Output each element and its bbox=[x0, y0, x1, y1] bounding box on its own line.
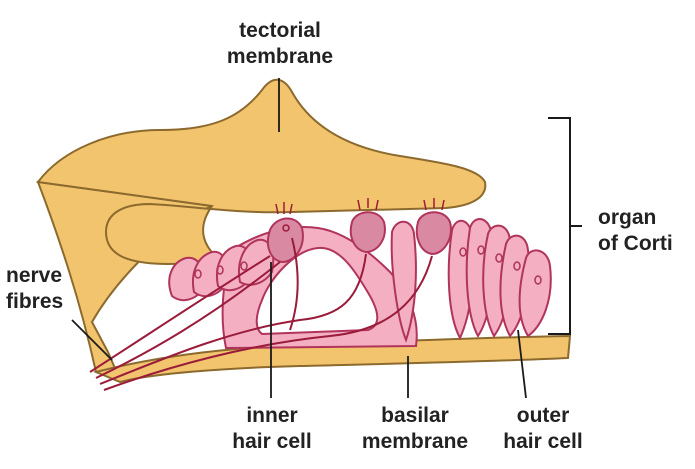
basilar-membrane-label-line2: membrane bbox=[361, 430, 469, 453]
nerve-fibres-label-line2: fibres bbox=[6, 290, 64, 313]
tectorial-membrane-label-line1: tectorial bbox=[239, 19, 321, 42]
tectorial-membrane-label-line2: membrane bbox=[226, 45, 334, 68]
outer-supporting-cells bbox=[390, 218, 552, 343]
outer-hair-cell-leader bbox=[517, 329, 527, 399]
organ-of-corti-label: organ of Corti bbox=[598, 205, 673, 257]
outer-hair-cells-top bbox=[349, 211, 452, 256]
outer-hair-cell-label-line2: hair cell bbox=[503, 430, 583, 453]
nerve-fibres-leader bbox=[71, 319, 113, 361]
basilar-membrane-label-line1: basilar bbox=[381, 404, 449, 427]
outer-hair-cell-label-line1: outer bbox=[516, 404, 570, 427]
nerve-fibres-label-line1: nerve bbox=[6, 264, 63, 287]
outer-hair-cell-label: outer hair cell bbox=[488, 403, 598, 455]
inner-hair-cell-label-line1: inner bbox=[246, 404, 298, 427]
inner-hair-cell-label: inner hair cell bbox=[218, 403, 326, 455]
inner-hair-cell-label-line2: hair cell bbox=[232, 430, 312, 453]
nerve-fibres bbox=[89, 237, 433, 391]
tectorial-membrane bbox=[36, 78, 487, 266]
organ-of-corti-label-line1: organ bbox=[598, 206, 657, 229]
organ-of-corti-label-line2: of Corti bbox=[598, 232, 673, 255]
basilar-membrane-label: basilar membrane bbox=[356, 403, 474, 455]
inner-supporting-cells bbox=[168, 238, 275, 302]
organ-of-corti-bracket bbox=[548, 117, 582, 335]
nerve-fibres-label: nerve fibres bbox=[6, 263, 63, 315]
tectorial-membrane-label: tectorial membrane bbox=[212, 18, 348, 70]
